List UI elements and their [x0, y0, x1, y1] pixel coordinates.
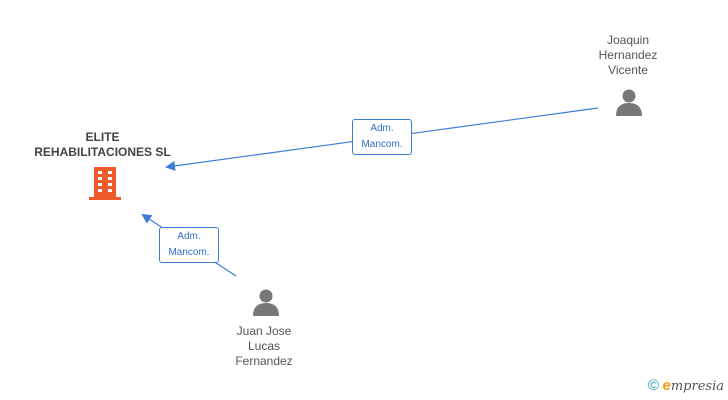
relation-label-juan[interactable]: Adm. Mancom.	[159, 227, 219, 263]
relation-role-line1: Adm.	[370, 123, 394, 134]
person-name-line2: Hernandez	[598, 48, 658, 62]
brand-rest: mpresia	[670, 379, 724, 394]
company-name-line2: REHABILITACIONES SL	[34, 145, 171, 159]
person-name-line3: Fernandez	[235, 354, 293, 368]
person-icon[interactable]	[614, 88, 644, 118]
company-name[interactable]: ELITE REHABILITACIONES SL	[20, 130, 185, 160]
person-name-juan[interactable]: Juan Jose Lucas Fernandez	[214, 324, 314, 369]
relation-role-line2: Mancom.	[361, 139, 403, 150]
person-name-line3: Vicente	[608, 63, 648, 77]
person-name-line1: Joaquin	[606, 33, 650, 47]
person-name-line2: Lucas	[247, 339, 281, 353]
person-name-joaquin[interactable]: Joaquin Hernandez Vicente	[578, 33, 678, 78]
copyright-symbol: ©	[647, 377, 659, 394]
building-icon[interactable]	[88, 166, 122, 200]
empresia-watermark: © empresia	[648, 377, 724, 394]
relation-role-line1: Adm.	[177, 231, 201, 242]
relation-label-joaquin[interactable]: Adm. Mancom.	[352, 119, 412, 155]
company-name-line1: ELITE	[85, 130, 120, 144]
person-icon[interactable]	[251, 288, 281, 318]
relation-role-line2: Mancom.	[168, 247, 210, 258]
brand-initial: e	[662, 377, 671, 394]
person-name-line1: Juan Jose	[236, 324, 292, 338]
